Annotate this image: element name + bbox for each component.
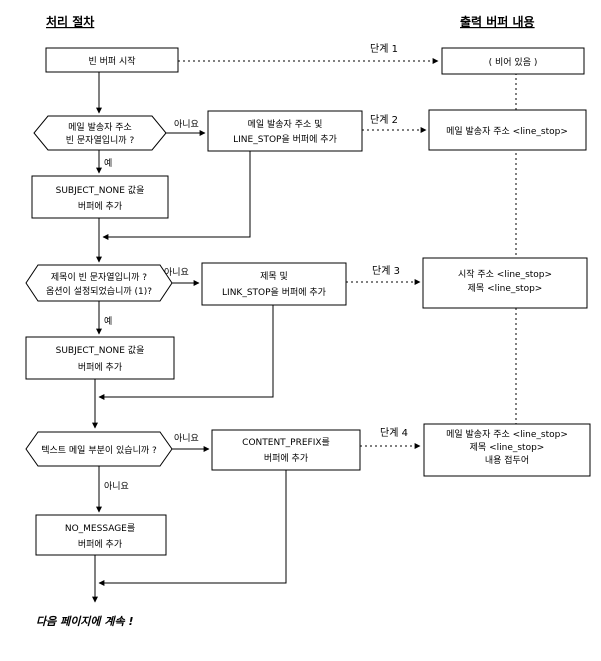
action-2-no-line-1: 제목 및	[260, 270, 288, 282]
action-3-yes-line-1: NO_MESSAGE를	[65, 523, 135, 534]
action-1-yes-line-1: SUBJECT_NONE 값을	[56, 184, 145, 196]
start-label: 빈 버퍼 시작	[88, 56, 135, 67]
action-1-no-box	[207, 110, 363, 152]
arrow-action1-merge	[102, 151, 251, 240]
start-box	[45, 47, 179, 73]
buffer-1-line-1: ( 비어 있음 )	[489, 56, 538, 68]
decision-2-line-2: 옵션이 설정되었습니까 (1)?	[46, 285, 152, 297]
decision-1	[33, 115, 167, 151]
action-3-yes-line-2: 버퍼에 추가	[78, 539, 122, 550]
decision-2	[25, 264, 173, 302]
step4-label: 단계 4	[380, 427, 408, 439]
decision-1-no-label: 아니요	[174, 119, 199, 130]
decision-3	[25, 431, 173, 467]
arrow-action2-merge	[98, 305, 274, 400]
action-3-no-box	[211, 429, 361, 471]
arrow-action3-merge	[98, 470, 287, 586]
action-2-yes-line-2: 버퍼에 추가	[78, 362, 122, 373]
buffer-2-line-1: 메일 발송자 주소 <line_stop>	[446, 126, 568, 137]
buffer-4-line-3: 내용 접두어	[485, 454, 529, 466]
buffer-box-3	[422, 257, 588, 309]
buffer-3-line-2: 제목 <line_stop>	[468, 283, 543, 294]
action-2-no-box	[201, 262, 347, 306]
decision-2-yes-label: 예	[104, 316, 112, 327]
continue-note: 다음 페이지에 계속 !	[36, 615, 133, 628]
decision-1-line-2: 빈 문자열입니까 ?	[66, 134, 135, 146]
action-3-no-line-2: 버퍼에 추가	[264, 453, 308, 464]
decision-3-line-1: 텍스트 메일 부분이 있습니까 ?	[41, 444, 157, 456]
buffer-4-line-1: 메일 발송자 주소 <line_stop>	[446, 429, 568, 440]
decision-3-no-label: 아니요	[174, 433, 199, 444]
decision-3-yes-label: 아니요	[104, 481, 129, 492]
action-1-no-line-2: LINE_STOP을 버퍼에 추가	[233, 134, 337, 145]
step3-label: 단계 3	[372, 265, 400, 277]
header-right: 출력 버퍼 내용	[460, 14, 535, 29]
action-3-no-line-1: CONTENT_PREFIX를	[242, 437, 330, 448]
decision-1-line-1: 메일 발송자 주소	[68, 122, 132, 133]
action-1-yes-box	[31, 175, 169, 219]
buffer-box-1	[441, 47, 585, 75]
action-2-no-line-2: LINK_STOP을 버퍼에 추가	[222, 287, 326, 298]
decision-1-yes-label: 예	[104, 158, 112, 169]
buffer-box-2	[428, 109, 587, 151]
action-2-yes-box	[25, 336, 175, 380]
action-2-yes-line-1: SUBJECT_NONE 값을	[56, 344, 145, 356]
header-left: 처리 절차	[46, 14, 94, 29]
action-1-yes-line-2: 버퍼에 추가	[78, 201, 122, 212]
step1-label: 단계 1	[370, 43, 398, 55]
decision-2-no-label: 아니요	[164, 267, 189, 278]
buffer-box-4	[423, 423, 591, 477]
buffer-4-line-2: 제목 <line_stop>	[470, 442, 545, 453]
action-1-no-line-1: 메일 발송자 주소 및	[248, 118, 323, 130]
action-3-yes-box	[35, 514, 167, 556]
step2-label: 단계 2	[370, 114, 398, 126]
decision-2-line-1: 제목이 빈 문자열입니까 ?	[51, 271, 147, 283]
buffer-3-line-1: 시작 주소 <line_stop>	[458, 269, 552, 280]
